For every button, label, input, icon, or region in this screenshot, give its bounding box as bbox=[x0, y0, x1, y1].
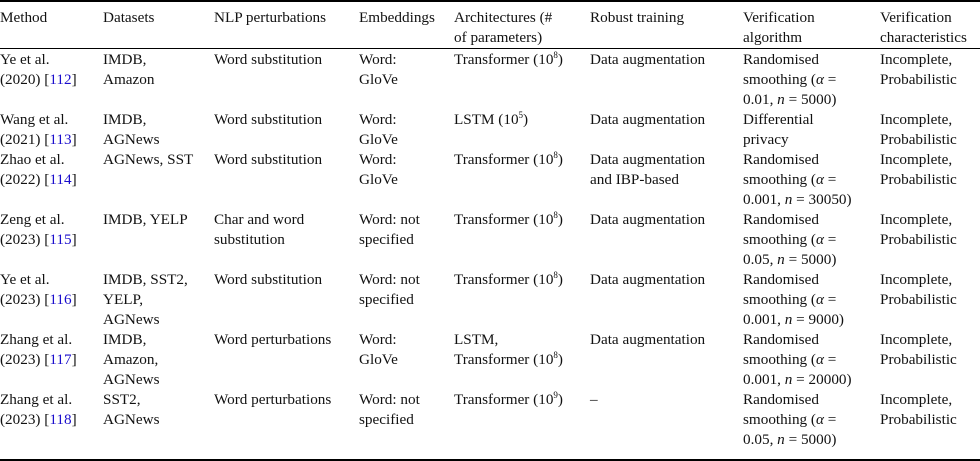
n-value: 5000 bbox=[800, 251, 832, 268]
architecture-cell: LSTM (105) bbox=[454, 110, 529, 129]
method-cell: Ye et al.(2020) [112] bbox=[0, 51, 77, 88]
datasets-cell: IMDB, SST2, YELP, AGNews bbox=[103, 271, 188, 328]
verification-text: Differential privacy bbox=[743, 111, 814, 148]
alpha-value: 0.01 bbox=[743, 91, 770, 108]
table-row: Ye et al.(2023) [116] IMDB, SST2, YELP, A… bbox=[0, 270, 980, 330]
alpha-value: 0.001 bbox=[743, 371, 778, 388]
header-architectures: Architectures (# of parameters) bbox=[454, 9, 553, 46]
verification-characteristics-cell: Incomplete, Probabilistic bbox=[880, 331, 957, 368]
verification-characteristics-cell: Incomplete, Probabilistic bbox=[880, 151, 957, 188]
citation-link[interactable]: 112 bbox=[49, 71, 72, 88]
citation-link[interactable]: 117 bbox=[49, 351, 72, 368]
verification-characteristics-cell: Incomplete, Probabilistic bbox=[880, 111, 957, 148]
citation-link[interactable]: 116 bbox=[49, 291, 72, 308]
method-cell: Ye et al.(2023) [116] bbox=[0, 271, 77, 308]
citation-link[interactable]: 115 bbox=[49, 231, 72, 248]
n-value: 30050 bbox=[808, 191, 847, 208]
verification-algorithm-cell: Differential privacy bbox=[743, 110, 880, 150]
embeddings-cell: Word: GloVe bbox=[359, 111, 398, 148]
alpha-value: 0.05 bbox=[743, 251, 770, 268]
method-cell: Wang et al.(2021) [113] bbox=[0, 111, 77, 148]
embeddings-cell: Word: GloVe bbox=[359, 151, 398, 188]
architecture-cell: Transformer (109) bbox=[454, 390, 563, 409]
verification-characteristics-cell: Incomplete, Probabilistic bbox=[880, 211, 957, 248]
table-bottom-rule bbox=[0, 450, 980, 460]
method-cell: Zhang et al.(2023) [118] bbox=[0, 391, 77, 428]
citation-link[interactable]: 114 bbox=[49, 171, 72, 188]
verification-characteristics-cell: Incomplete, Probabilistic bbox=[880, 51, 957, 88]
perturbations-cell: Word perturbations bbox=[214, 391, 332, 408]
perturbations-cell: Word perturbations bbox=[214, 331, 332, 348]
datasets-cell: IMDB, YELP bbox=[103, 211, 188, 228]
robust-training-cell: Data augmentation bbox=[590, 331, 706, 348]
n-value: 5000 bbox=[800, 431, 832, 448]
header-verification-characteristics: Verification characteristics bbox=[880, 9, 967, 46]
robust-training-cell: Data augmentation bbox=[590, 211, 706, 228]
table-row: Zhao et al.(2022) [114] AGNews, SST Word s… bbox=[0, 150, 980, 210]
datasets-cell: IMDB, Amazon, AGNews bbox=[103, 331, 160, 388]
header-datasets: Datasets bbox=[103, 9, 155, 26]
perturbations-cell: Word substitution bbox=[214, 51, 323, 68]
table-row: Zhang et al.(2023) [117] IMDB, Amazon, AG… bbox=[0, 330, 980, 390]
method-cell: Zeng et al.(2023) [115] bbox=[0, 211, 77, 248]
embeddings-cell: Word: not specified bbox=[359, 391, 420, 428]
robust-training-cell: Data augmentation bbox=[590, 111, 706, 128]
perturbations-cell: Word substitution bbox=[214, 111, 323, 128]
embeddings-cell: Word: GloVe bbox=[359, 51, 398, 88]
datasets-cell: SST2, AGNews bbox=[103, 391, 160, 428]
architecture-cell: Transformer (108) bbox=[454, 210, 563, 229]
table-row: Zeng et al.(2023) [115] IMDB, YELP Char an… bbox=[0, 210, 980, 270]
header-verification-algorithm: Verification algorithm bbox=[743, 9, 815, 46]
embeddings-cell: Word: GloVe bbox=[359, 331, 398, 368]
embeddings-cell: Word: not specified bbox=[359, 211, 420, 248]
n-value: 9000 bbox=[808, 311, 839, 328]
perturbations-cell: Word substitution bbox=[214, 271, 323, 288]
datasets-cell: AGNews, SST bbox=[103, 151, 194, 168]
architecture-cell: Transformer (108) bbox=[454, 270, 563, 289]
header-embeddings: Embeddings bbox=[359, 9, 435, 26]
alpha-value: 0.001 bbox=[743, 311, 778, 328]
n-value: 20000 bbox=[808, 371, 847, 388]
perturbations-cell: Word substitution bbox=[214, 151, 323, 168]
verification-characteristics-cell: Incomplete, Probabilistic bbox=[880, 391, 957, 428]
alpha-value: 0.05 bbox=[743, 431, 770, 448]
table-row: Zhang et al.(2023) [118] SST2, AGNews Word… bbox=[0, 390, 980, 450]
embeddings-cell: Word: not specified bbox=[359, 271, 420, 308]
citation-link[interactable]: 113 bbox=[49, 131, 72, 148]
method-cell: Zhang et al.(2023) [117] bbox=[0, 331, 77, 368]
method-cell: Zhao et al.(2022) [114] bbox=[0, 151, 77, 188]
verification-characteristics-cell: Incomplete, Probabilistic bbox=[880, 271, 957, 308]
architecture-cell: LSTM, Transformer (108) bbox=[454, 331, 563, 368]
table-header-row: Method Datasets NLP perturbations Embedd… bbox=[0, 1, 980, 49]
datasets-cell: IMDB, Amazon bbox=[103, 51, 155, 88]
architecture-cell: Transformer (108) bbox=[454, 50, 563, 69]
table-row: Ye et al.(2020) [112] IMDB, Amazon Word su… bbox=[0, 49, 980, 111]
robust-training-cell: Data augmentation bbox=[590, 271, 706, 288]
datasets-cell: IMDB, AGNews bbox=[103, 111, 160, 148]
perturbations-cell: Char and word substitution bbox=[214, 211, 305, 248]
robust-training-cell: Data augmentation and IBP-based bbox=[590, 151, 706, 188]
header-perturbations: NLP perturbations bbox=[214, 9, 327, 26]
header-method: Method bbox=[0, 9, 48, 26]
robust-training-cell: – bbox=[590, 391, 598, 408]
alpha-value: 0.001 bbox=[743, 191, 778, 208]
citation-link[interactable]: 118 bbox=[49, 411, 72, 428]
table-row: Wang et al.(2021) [113] IMDB, AGNews Word … bbox=[0, 110, 980, 150]
n-value: 5000 bbox=[800, 91, 832, 108]
robust-training-cell: Data augmentation bbox=[590, 51, 706, 68]
header-robust-training: Robust training bbox=[590, 9, 685, 26]
architecture-cell: Transformer (108) bbox=[454, 150, 563, 169]
